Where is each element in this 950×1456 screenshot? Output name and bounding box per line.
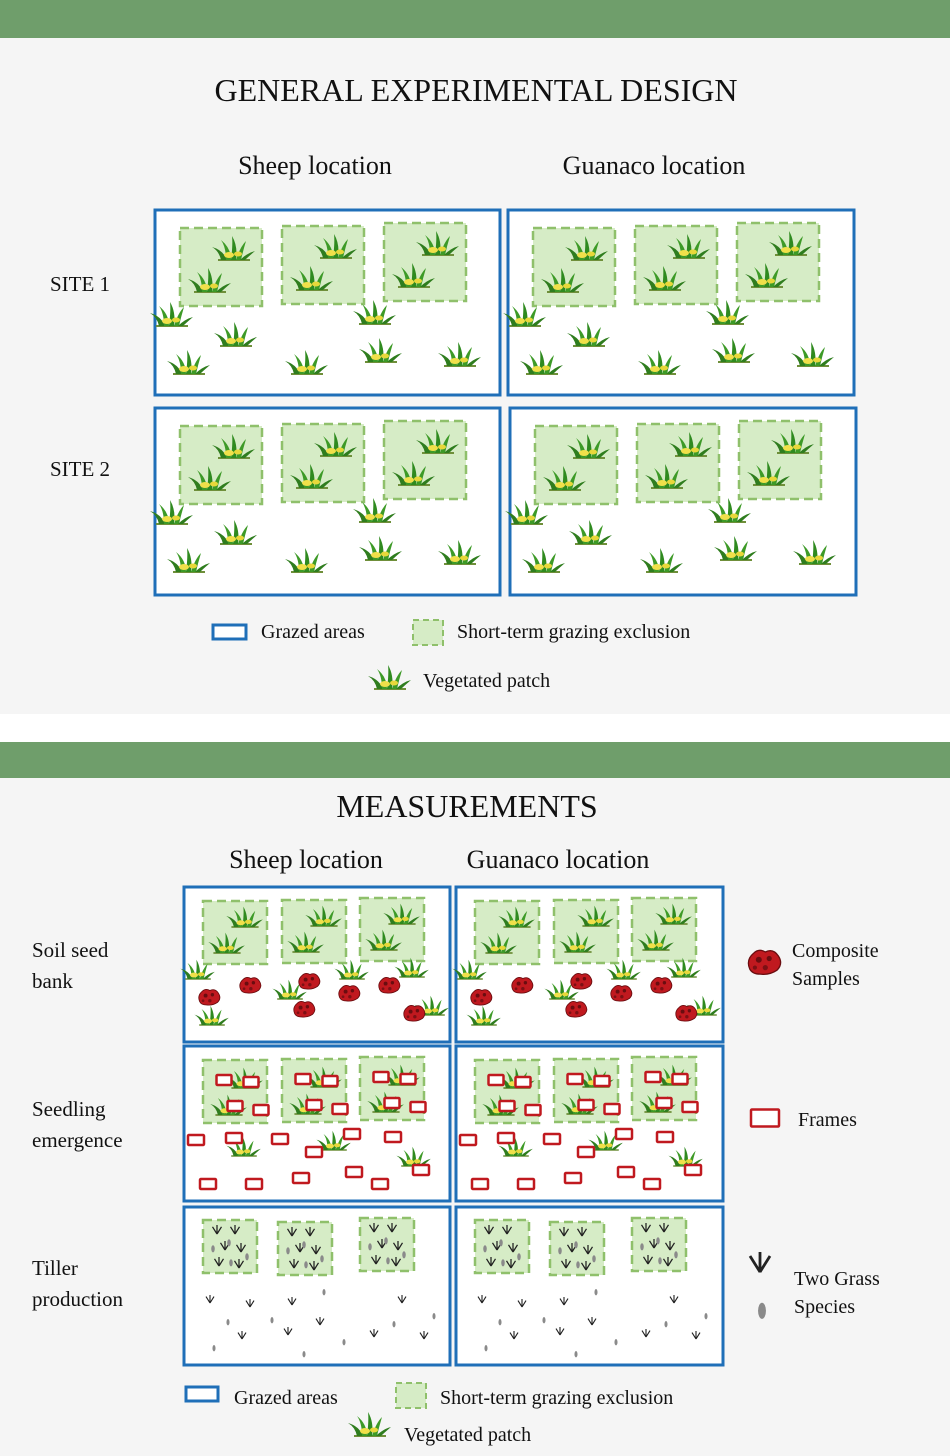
design-legend-patch: Vegetated patch bbox=[423, 670, 550, 692]
row-label-tiller-line2: production bbox=[32, 1287, 123, 1311]
design-legend-exclusion: Short-term grazing exclusion bbox=[457, 621, 690, 643]
frame-icon bbox=[614, 1127, 634, 1141]
design-legend-grazed: Grazed areas bbox=[261, 621, 365, 643]
legend-exclusion-icon bbox=[395, 1382, 427, 1409]
site-1-label: SITE 1 bbox=[50, 272, 110, 296]
marker-label-composite-line1: Composite bbox=[792, 940, 879, 962]
frame-icon bbox=[226, 1099, 244, 1113]
frame-icon bbox=[342, 1127, 362, 1141]
frame-icon bbox=[514, 1075, 532, 1089]
frame-icon bbox=[616, 1165, 636, 1179]
design-location-guanaco: Guanaco location bbox=[563, 151, 746, 180]
frame-icon bbox=[224, 1131, 244, 1145]
row-label-tiller-line1: Tiller bbox=[32, 1256, 78, 1280]
frame-icon bbox=[242, 1075, 260, 1089]
measurements-legend-patch: Vegetated patch bbox=[404, 1424, 531, 1446]
frame-icon bbox=[749, 1108, 781, 1128]
exclusion-square bbox=[737, 419, 823, 501]
frame-icon bbox=[344, 1165, 364, 1179]
middle-band bbox=[0, 742, 950, 778]
design-title: GENERAL EXPERIMENTAL DESIGN bbox=[214, 72, 737, 108]
exclusion-square bbox=[735, 221, 821, 303]
frame-icon bbox=[198, 1177, 218, 1191]
frame-icon bbox=[321, 1074, 339, 1088]
exclusion-square bbox=[178, 226, 264, 308]
row-label-seedling-line2: emergence bbox=[32, 1128, 123, 1152]
measurements-location-sheep: Sheep location bbox=[229, 845, 383, 874]
frame-icon bbox=[372, 1070, 390, 1084]
frame-icon bbox=[576, 1145, 596, 1159]
marker-label-composite-line2: Samples bbox=[792, 968, 860, 990]
exclusion-square bbox=[533, 424, 619, 506]
measurements-title: MEASUREMENTS bbox=[336, 788, 597, 824]
exclusion-square bbox=[635, 422, 721, 504]
frame-icon bbox=[370, 1177, 390, 1191]
marker-label-frames: Frames bbox=[798, 1109, 857, 1131]
frame-icon bbox=[671, 1072, 689, 1086]
frame-icon bbox=[411, 1163, 431, 1177]
frame-icon bbox=[383, 1096, 401, 1110]
frame-icon bbox=[542, 1132, 562, 1146]
marker-label-grass-line2: Species bbox=[794, 1296, 855, 1318]
frame-icon bbox=[516, 1177, 536, 1191]
frame-icon bbox=[644, 1070, 662, 1084]
exclusion-square bbox=[633, 224, 719, 306]
legend-grazed-icon bbox=[184, 1385, 220, 1403]
frame-icon bbox=[399, 1072, 417, 1086]
exclusion-square bbox=[178, 424, 264, 506]
frame-icon bbox=[683, 1163, 703, 1177]
frame-icon bbox=[270, 1132, 290, 1146]
legend-grazed-icon bbox=[211, 623, 248, 641]
frame-icon bbox=[642, 1177, 662, 1191]
frame-icon bbox=[304, 1145, 324, 1159]
frame-icon bbox=[458, 1133, 478, 1147]
exclusion-square bbox=[280, 224, 366, 306]
frame-icon bbox=[383, 1130, 403, 1144]
exclusion-square bbox=[280, 422, 366, 504]
frame-icon bbox=[524, 1103, 542, 1117]
row-label-soil-seed-line2: bank bbox=[32, 969, 73, 993]
exclusion-square bbox=[382, 419, 468, 501]
frame-icon bbox=[681, 1100, 699, 1114]
design-location-sheep: Sheep location bbox=[238, 151, 392, 180]
frame-icon bbox=[593, 1074, 611, 1088]
frame-icon bbox=[470, 1177, 490, 1191]
frame-icon bbox=[294, 1072, 312, 1086]
frame-icon bbox=[409, 1100, 427, 1114]
frame-icon bbox=[305, 1098, 323, 1112]
exclusion-square bbox=[382, 221, 468, 303]
frame-icon bbox=[577, 1098, 595, 1112]
site-2-label: SITE 2 bbox=[50, 457, 110, 481]
measurements-location-guanaco: Guanaco location bbox=[467, 845, 650, 874]
measurements-legend-grazed: Grazed areas bbox=[234, 1387, 338, 1409]
measurements-legend-exclusion: Short-term grazing exclusion bbox=[440, 1387, 673, 1409]
frame-icon bbox=[487, 1073, 505, 1087]
exclusion-square bbox=[531, 226, 617, 308]
row-label-seedling-line1: Seedling bbox=[32, 1097, 106, 1121]
frame-icon bbox=[244, 1177, 264, 1191]
frame-icon bbox=[566, 1072, 584, 1086]
frame-icon bbox=[331, 1102, 349, 1116]
marker-label-grass-line1: Two Grass bbox=[794, 1268, 880, 1290]
frame-icon bbox=[496, 1131, 516, 1145]
frame-icon bbox=[291, 1171, 311, 1185]
frame-icon bbox=[655, 1096, 673, 1110]
frame-icon bbox=[655, 1130, 675, 1144]
frame-icon bbox=[498, 1099, 516, 1113]
frame-icon bbox=[252, 1103, 270, 1117]
frame-icon bbox=[603, 1102, 621, 1116]
frame-icon bbox=[215, 1073, 233, 1087]
legend-exclusion-icon bbox=[412, 619, 444, 646]
top-band bbox=[0, 0, 950, 38]
row-label-soil-seed-line1: Soil seed bbox=[32, 938, 109, 962]
frame-icon bbox=[563, 1171, 583, 1185]
frame-icon bbox=[186, 1133, 206, 1147]
